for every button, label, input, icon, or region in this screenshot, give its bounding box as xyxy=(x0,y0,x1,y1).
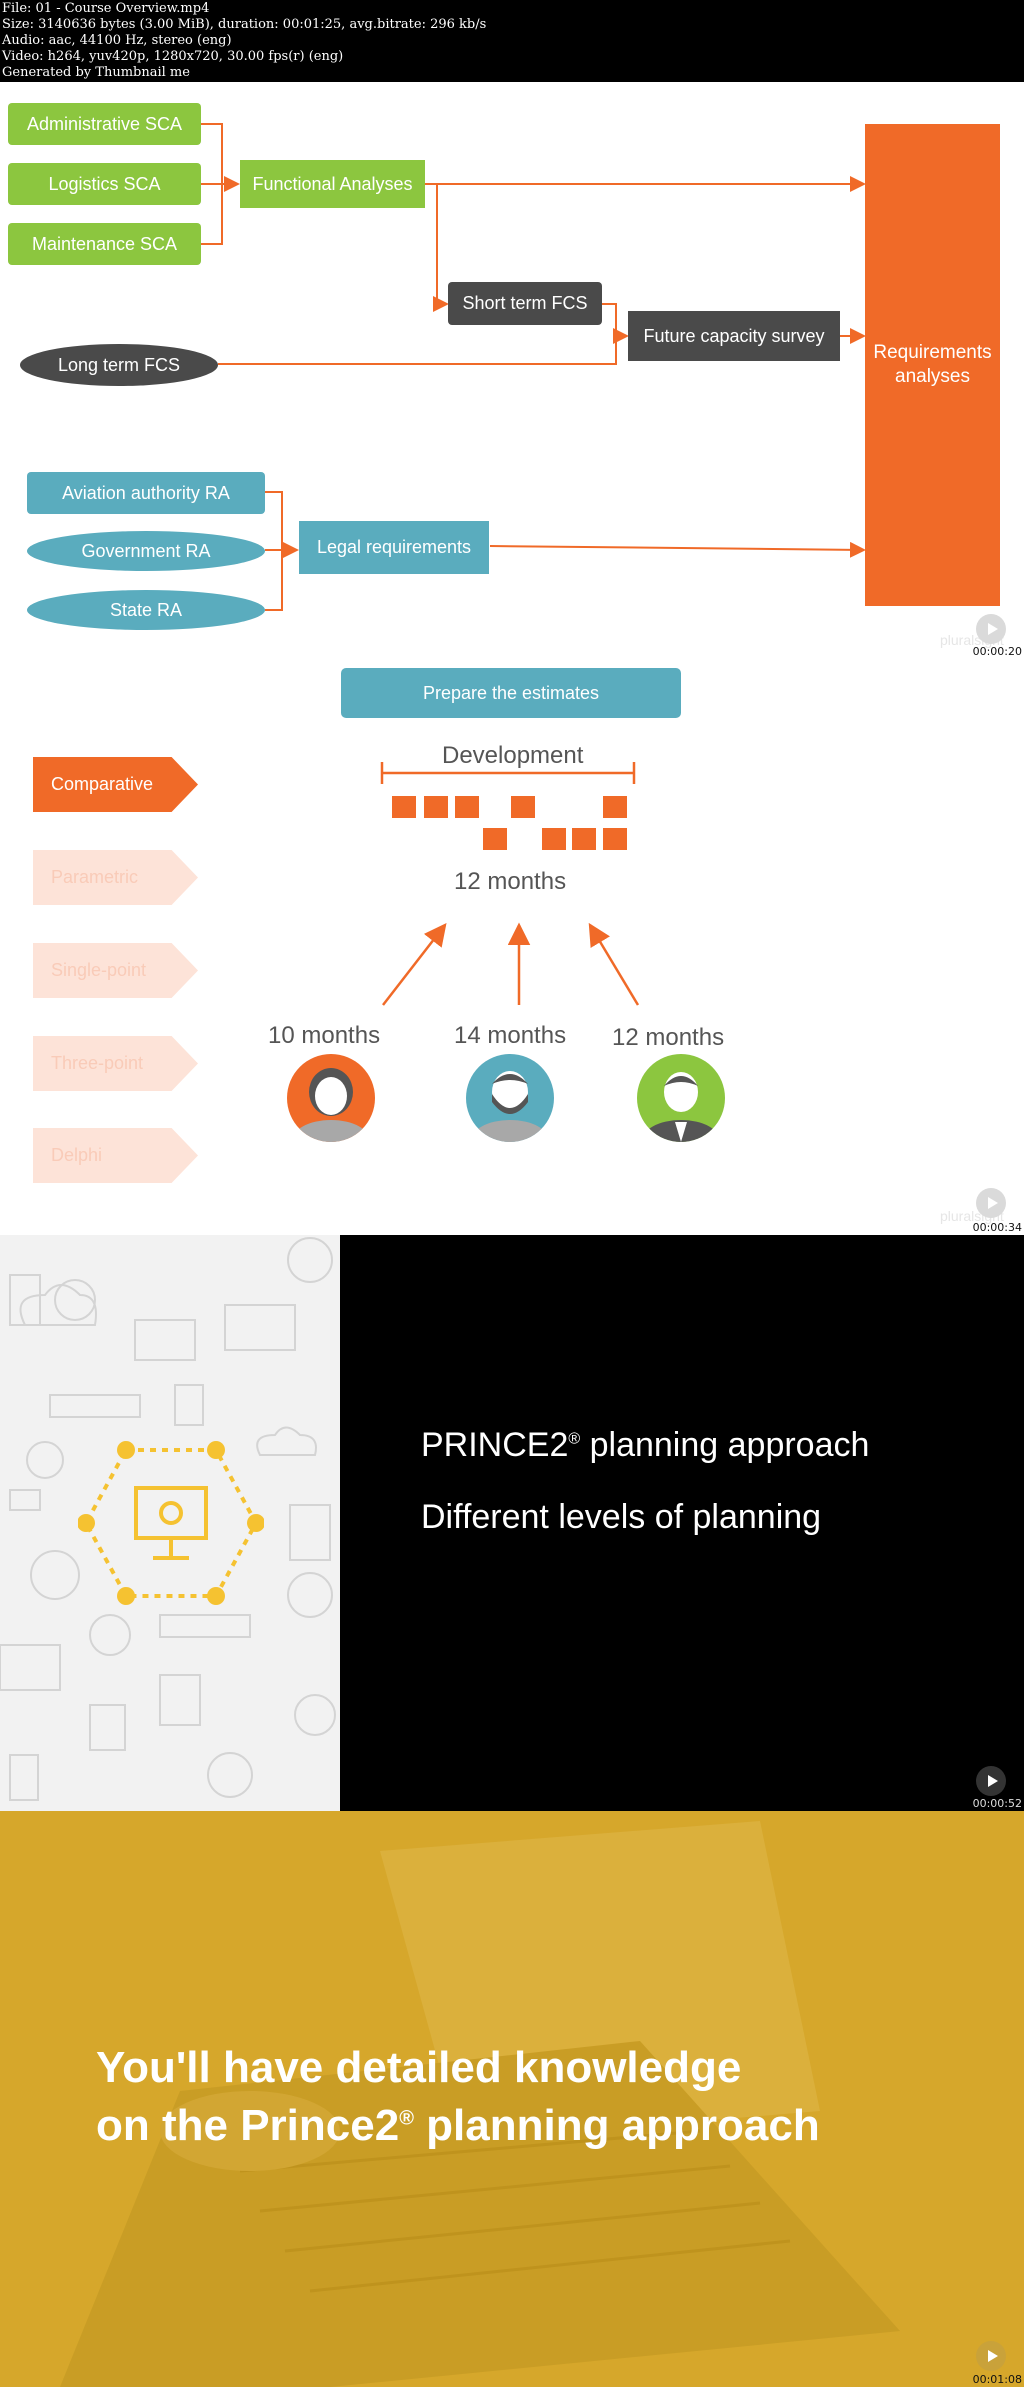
state-ra-ellipse: State RA xyxy=(27,590,265,630)
timestamp: 00:00:34 xyxy=(972,1221,1022,1234)
female-avatar-icon xyxy=(287,1054,375,1142)
man-in-suit-avatar-icon xyxy=(637,1054,725,1142)
estimates-panel: Prepare the estimates Comparative Parame… xyxy=(0,658,1024,1235)
person1-months-label: 10 months xyxy=(268,1022,381,1049)
time-block xyxy=(511,796,535,818)
closing-prince2-text: on the Prince2 xyxy=(96,2101,400,2150)
time-block xyxy=(603,796,627,818)
topic-planning-approach: PRINCE2® planning approach xyxy=(421,1426,869,1465)
background-icon-pattern xyxy=(0,1237,336,1801)
requirements-analyses-box: Requirements analyses xyxy=(865,124,1000,606)
future-capacity-survey-box: Future capacity survey xyxy=(628,311,840,361)
method-three-point: Three-point xyxy=(33,1036,198,1091)
registered-mark: ® xyxy=(399,2107,414,2130)
time-block xyxy=(424,796,448,818)
timestamp: 00:01:08 xyxy=(972,2373,1022,2386)
logistics-sca-box: Logistics SCA xyxy=(8,163,201,205)
file-size: Size: 3140636 bytes (3.00 MiB), duration… xyxy=(2,17,487,32)
audio-info: Audio: aac, 44100 Hz, stereo (eng) xyxy=(2,33,232,48)
closing-line-1: You'll have detailed knowledge xyxy=(96,2043,742,2092)
maintenance-sca-box: Maintenance SCA xyxy=(8,223,201,265)
topic-planning-approach-text: planning approach xyxy=(580,1426,870,1464)
person3-months-label: 12 months xyxy=(612,1024,725,1051)
video-info-header: File: 01 - Course Overview.mp4 Size: 314… xyxy=(0,0,1024,82)
registered-mark: ® xyxy=(568,1430,581,1448)
video-info: Video: h264, yuv420p, 1280x720, 30.00 fp… xyxy=(2,49,344,64)
closing-panel: You'll have detailed knowledge on the Pr… xyxy=(0,1811,1024,2387)
development-label: Development xyxy=(442,742,584,769)
diagram-connectors xyxy=(201,123,866,611)
course-topics-panel xyxy=(340,1235,1024,1811)
method-comparative: Comparative xyxy=(33,757,198,812)
administrative-sca-box: Administrative SCA xyxy=(8,103,201,145)
time-block xyxy=(483,828,507,850)
result-months-label: 12 months xyxy=(454,868,567,895)
generator-info: Generated by Thumbnail me xyxy=(2,65,190,80)
functional-analyses-box: Functional Analyses xyxy=(240,160,425,208)
play-watermark-icon xyxy=(976,1766,1006,1796)
closing-line-2: on the Prince2® planning approach xyxy=(96,2101,820,2151)
method-single-point: Single-point xyxy=(33,943,198,998)
topic-levels-of-planning: Different levels of planning xyxy=(421,1498,822,1536)
time-block xyxy=(572,828,596,850)
long-term-fcs-ellipse: Long term FCS xyxy=(20,344,218,386)
legal-requirements-box: Legal requirements xyxy=(299,521,489,574)
timestamp: 00:00:20 xyxy=(972,645,1022,658)
bearded-man-avatar-icon xyxy=(466,1054,554,1142)
topic-prince2-text: PRINCE2 xyxy=(421,1426,569,1464)
person2-months-label: 14 months xyxy=(454,1022,567,1049)
tech-icon-pattern-panel xyxy=(0,1235,340,1811)
government-ra-ellipse: Government RA xyxy=(27,531,265,571)
file-name: File: 01 - Course Overview.mp4 xyxy=(2,1,210,16)
method-parametric: Parametric xyxy=(33,850,198,905)
time-block xyxy=(392,796,416,818)
time-block xyxy=(542,828,566,850)
aviation-authority-ra-box: Aviation authority RA xyxy=(27,472,265,514)
laptop-background-image xyxy=(60,1821,900,2387)
time-block xyxy=(455,796,479,818)
play-watermark-icon xyxy=(976,2341,1006,2371)
timestamp: 00:00:52 xyxy=(972,1797,1022,1810)
play-watermark-icon xyxy=(976,614,1006,644)
monitor-gear-network-icon xyxy=(78,1441,264,1605)
play-watermark-icon xyxy=(976,1188,1006,1218)
method-delphi: Delphi xyxy=(33,1128,198,1183)
requirements-diagram-panel: Administrative SCA Logistics SCA Mainten… xyxy=(0,82,1024,658)
estimate-lines xyxy=(380,762,640,1006)
time-block xyxy=(603,828,627,850)
short-term-fcs-box: Short term FCS xyxy=(448,282,602,325)
prepare-estimates-box: Prepare the estimates xyxy=(341,668,681,718)
closing-approach-text: planning approach xyxy=(413,2101,820,2150)
